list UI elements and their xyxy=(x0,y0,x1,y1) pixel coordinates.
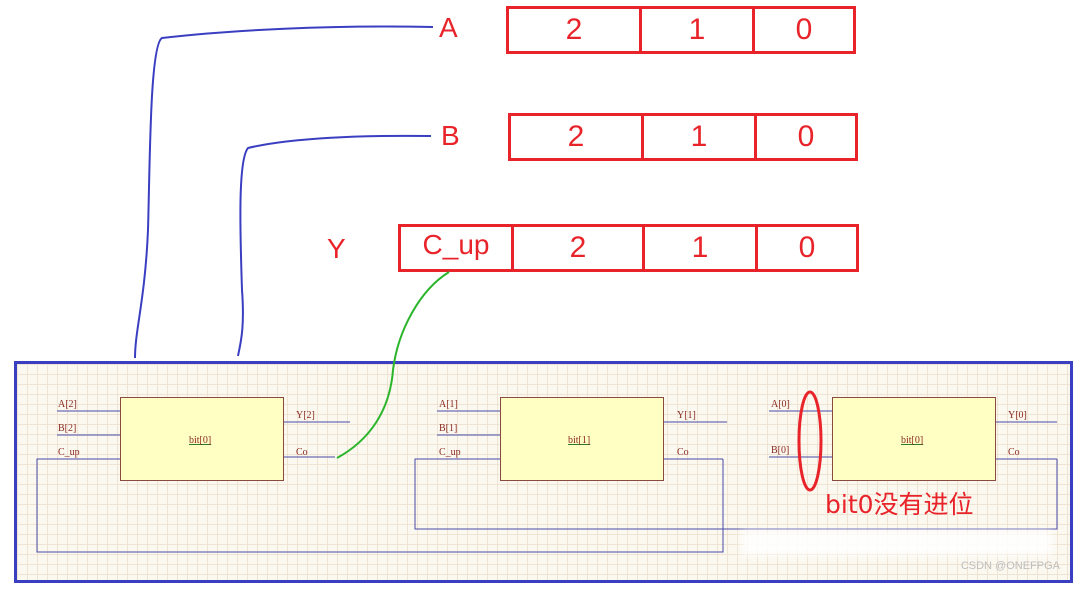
adder-block xyxy=(832,397,996,481)
register-y-label: Y xyxy=(327,233,346,264)
register-a-bit: 0 xyxy=(795,13,813,46)
pin-label: C_up xyxy=(58,447,80,458)
register-a: 2 1 0 xyxy=(506,6,856,54)
pin-label: A[0] xyxy=(771,399,790,410)
register-b: 2 1 0 xyxy=(508,113,858,161)
pin-label: Co xyxy=(677,447,689,458)
block-name: bit[0] xyxy=(189,435,212,446)
register-y-bit: 0 xyxy=(798,231,816,264)
pin-label: Co xyxy=(1008,447,1020,458)
register-b-bit: 2 xyxy=(511,116,644,158)
adder-block xyxy=(500,397,664,481)
pin-label: Co xyxy=(296,447,308,458)
pin-label: B[1] xyxy=(439,423,458,434)
pin-label: Y[1] xyxy=(677,410,696,421)
register-a-bit: 1 xyxy=(642,9,755,51)
carry-annotation: bit0没有进位 xyxy=(825,490,974,519)
register-a-bit: 2 xyxy=(509,9,642,51)
watermark: CSDN @ONEFPGA xyxy=(960,560,1060,572)
register-a-label: A xyxy=(439,12,458,43)
schematic-panel: bit[0] A[2] B[2] C_up Y[2] Co bit[1] A[1… xyxy=(14,361,1073,583)
register-y-carry: C_up xyxy=(401,227,514,269)
register-y-bit: 1 xyxy=(645,227,758,269)
pin-label: Y[2] xyxy=(296,410,315,421)
register-b-bit: 1 xyxy=(644,116,757,158)
block-name: bit[0] xyxy=(901,435,924,446)
pin-label: A[1] xyxy=(439,399,458,410)
register-b-bit: 0 xyxy=(797,120,815,153)
pin-label: Y[0] xyxy=(1008,410,1027,421)
pin-label: C_up xyxy=(439,447,461,458)
blurred-patch xyxy=(742,531,1052,555)
pin-label: A[2] xyxy=(58,399,77,410)
register-y: C_up 2 1 0 xyxy=(398,224,859,272)
adder-block xyxy=(120,397,284,481)
pin-label: B[2] xyxy=(58,423,77,434)
block-name: bit[1] xyxy=(568,435,591,446)
register-y-bit: 2 xyxy=(514,227,645,269)
pin-label: B[0] xyxy=(771,445,790,456)
register-b-label: B xyxy=(441,120,460,151)
